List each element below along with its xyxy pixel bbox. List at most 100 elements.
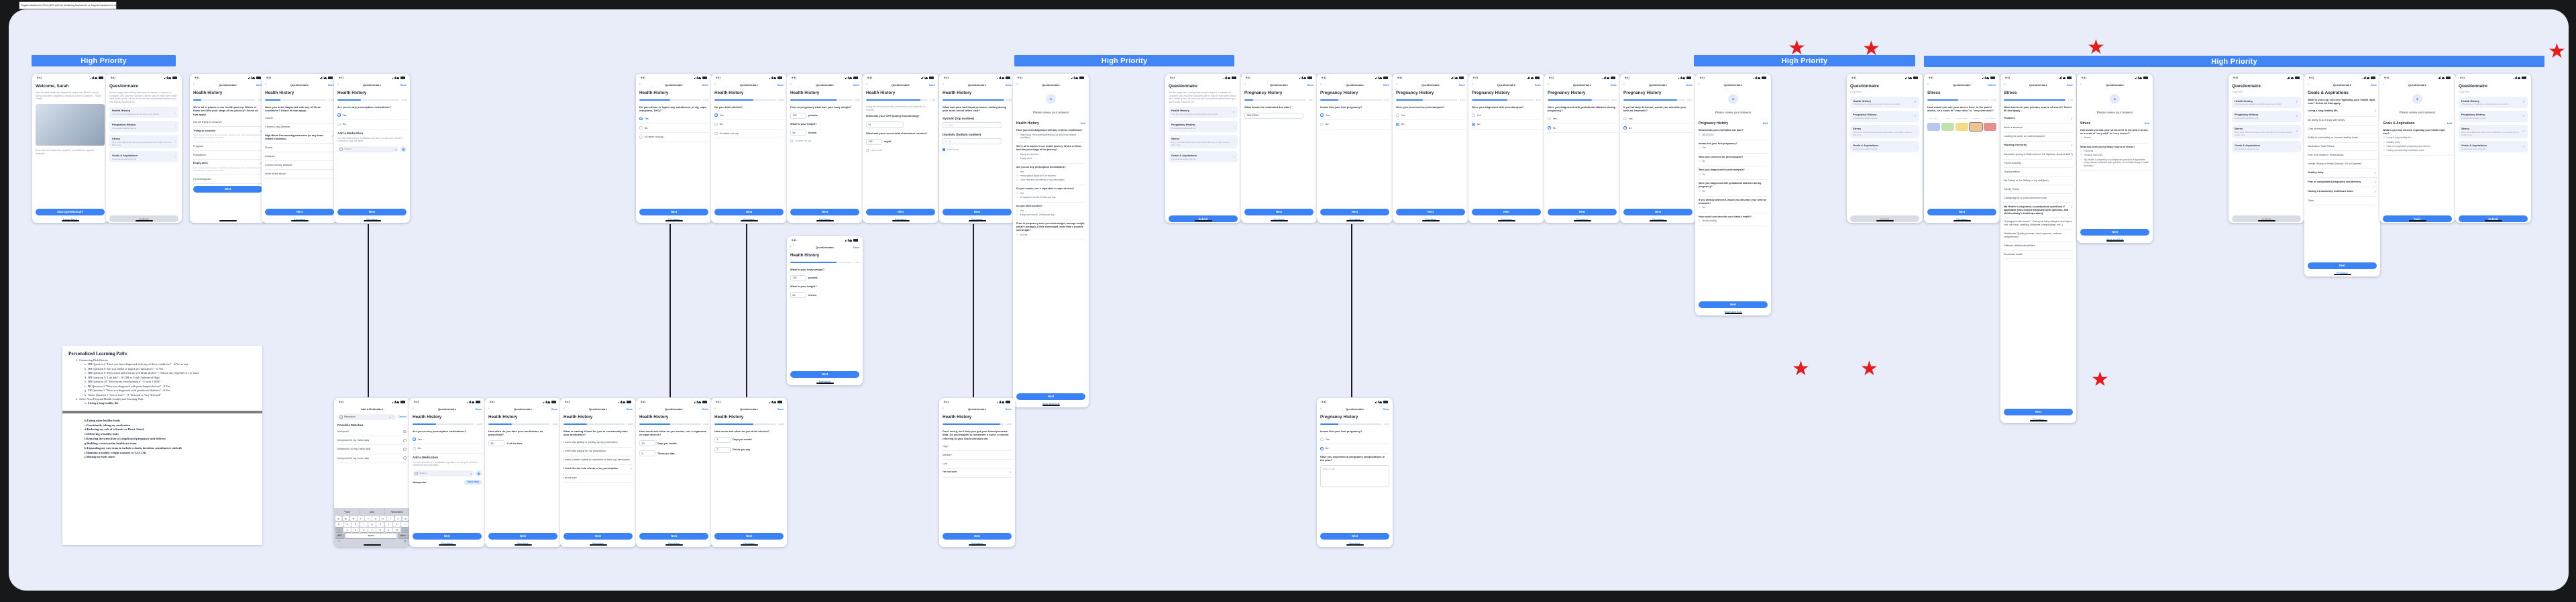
- radio-icon[interactable]: [639, 126, 643, 130]
- text-input[interactable]: 91: [866, 121, 904, 128]
- option-row[interactable]: Healthcare Quality (access, trust, expen…: [2004, 230, 2073, 242]
- secondary-link[interactable]: Previous: [1652, 217, 1664, 221]
- save-link[interactable]: Save: [626, 407, 633, 411]
- key-v[interactable]: v: [368, 528, 376, 533]
- back-chevron-icon[interactable]: ‹: [1699, 83, 1700, 87]
- key-n[interactable]: n: [384, 528, 392, 533]
- option-row[interactable]: Education (trying to finish school, HS d…: [2004, 151, 2073, 160]
- option-row[interactable]: Diabetes: [265, 152, 334, 162]
- save-link[interactable]: Save: [777, 83, 784, 87]
- match-row[interactable]: Metoprolol 50 mg / twice daily+: [337, 436, 407, 446]
- keyboard-suggestion[interactable]: "Para": [335, 509, 360, 515]
- primary-button[interactable]: Next: [337, 208, 407, 215]
- primary-button[interactable]: Next: [790, 370, 859, 378]
- key-←[interactable]: ←: [401, 528, 409, 533]
- back-chevron-icon[interactable]: ‹: [866, 83, 867, 87]
- primary-button[interactable]: Next: [943, 532, 1012, 540]
- primary-button[interactable]: Next: [1320, 532, 1389, 540]
- option-row[interactable]: Having a trustworthy healthcare team✓: [2308, 187, 2377, 197]
- primary-button[interactable]: Next: [1320, 208, 1389, 215]
- key-c[interactable]: c: [360, 528, 368, 533]
- primary-button[interactable]: Next: [714, 532, 784, 540]
- save-link[interactable]: Save: [475, 407, 482, 411]
- option-row[interactable]: I need a better routine to remember to t…: [564, 456, 633, 465]
- save-link[interactable]: Save: [702, 407, 708, 411]
- save-link[interactable]: Save: [853, 83, 859, 87]
- key-p[interactable]: p: [402, 516, 409, 521]
- radio-row[interactable]: No: [714, 120, 784, 130]
- secondary-link[interactable]: Previous: [895, 217, 906, 221]
- back-chevron-icon[interactable]: ‹: [639, 407, 641, 411]
- primary-button[interactable]: Next: [2080, 228, 2149, 236]
- back-chevron-icon[interactable]: ‹: [790, 245, 792, 249]
- secondary-link[interactable]: Previous: [517, 542, 529, 545]
- primary-button[interactable]: Next: [639, 532, 708, 540]
- primary-button[interactable]: Next: [1699, 301, 1768, 308]
- key-s[interactable]: s: [343, 521, 351, 527]
- add-icon[interactable]: +: [403, 430, 407, 434]
- keyboard-suggestion[interactable]: para: [360, 509, 385, 515]
- save-link[interactable]: Save: [1005, 407, 1012, 411]
- save-link[interactable]: Save: [256, 83, 262, 87]
- back-chevron-icon[interactable]: ‹: [193, 83, 195, 87]
- radio-icon[interactable]: [337, 113, 341, 117]
- radio-icon[interactable]: [1548, 117, 1551, 121]
- radio-row[interactable]: Yes: [1472, 111, 1541, 120]
- primary-button[interactable]: Next: [2383, 215, 2452, 222]
- scale-swatch[interactable]: [1969, 121, 1983, 132]
- primary-button[interactable]: Next: [943, 208, 1012, 215]
- submit-button[interactable]: Submit: [1850, 215, 1919, 222]
- secondary-link[interactable]: Previous: [743, 542, 755, 545]
- primary-button[interactable]: Next: [1016, 393, 1085, 400]
- radio-row[interactable]: Yes: [1396, 111, 1465, 120]
- radio-icon[interactable]: [714, 122, 718, 126]
- back-chevron-icon[interactable]: ‹: [1927, 83, 1929, 87]
- option-row[interactable]: Pregnant: [193, 142, 262, 152]
- mic-icon[interactable]: ψ: [470, 471, 472, 475]
- secondary-link[interactable]: Previous: [366, 217, 378, 221]
- option-row[interactable]: Not yet trying to conceive: [193, 118, 262, 128]
- cancel-link[interactable]: Cancel: [398, 415, 407, 418]
- save-link[interactable]: Save: [1534, 83, 1541, 87]
- save-link[interactable]: Save: [1383, 407, 1389, 411]
- radio-icon[interactable]: [413, 446, 416, 450]
- primary-button[interactable]: Next: [1927, 208, 1996, 215]
- option-row[interactable]: High Blood Pressure/Hypertension (or any…: [265, 132, 334, 144]
- key-j[interactable]: j: [384, 521, 392, 527]
- edit-link[interactable]: Edit: [2144, 122, 2149, 125]
- save-link[interactable]: Save: [1610, 83, 1617, 87]
- secondary-link[interactable]: Previous: [1349, 542, 1360, 545]
- primary-button[interactable]: Next: [1623, 208, 1693, 215]
- secondary-link[interactable]: Previous: [668, 217, 680, 221]
- option-row[interactable]: Cost of medicine: [2308, 126, 2377, 134]
- text-input[interactable]: ex. 120: [943, 122, 1002, 129]
- save-link[interactable]: Save: [853, 245, 859, 249]
- secondary-link[interactable]: Previous: [819, 380, 830, 383]
- key-↑[interactable]: ↑: [335, 528, 343, 533]
- primary-button[interactable]: Next: [1472, 208, 1541, 215]
- option-row[interactable]: I'm not sure✓: [943, 468, 1012, 478]
- return-key[interactable]: return: [397, 533, 409, 538]
- save-link[interactable]: Save: [777, 407, 784, 411]
- note-input[interactable]: Write a note: [1320, 465, 1389, 488]
- save-link[interactable]: Save: [2066, 83, 2073, 87]
- back-chevron-icon[interactable]: ‹: [265, 83, 266, 87]
- key-ABC[interactable]: ABC: [335, 533, 345, 538]
- back-chevron-icon[interactable]: ‹: [1623, 83, 1625, 87]
- radio-row[interactable]: Yes: [714, 111, 784, 120]
- radio-row[interactable]: No: [1472, 120, 1541, 130]
- submit-button[interactable]: Submit: [109, 215, 178, 222]
- option-row[interactable]: Housing insecurity✓: [2004, 142, 2073, 151]
- primary-button[interactable]: Next: [2004, 408, 2073, 415]
- clear-icon[interactable]: ×: [392, 415, 394, 418]
- key-d[interactable]: d: [352, 521, 360, 527]
